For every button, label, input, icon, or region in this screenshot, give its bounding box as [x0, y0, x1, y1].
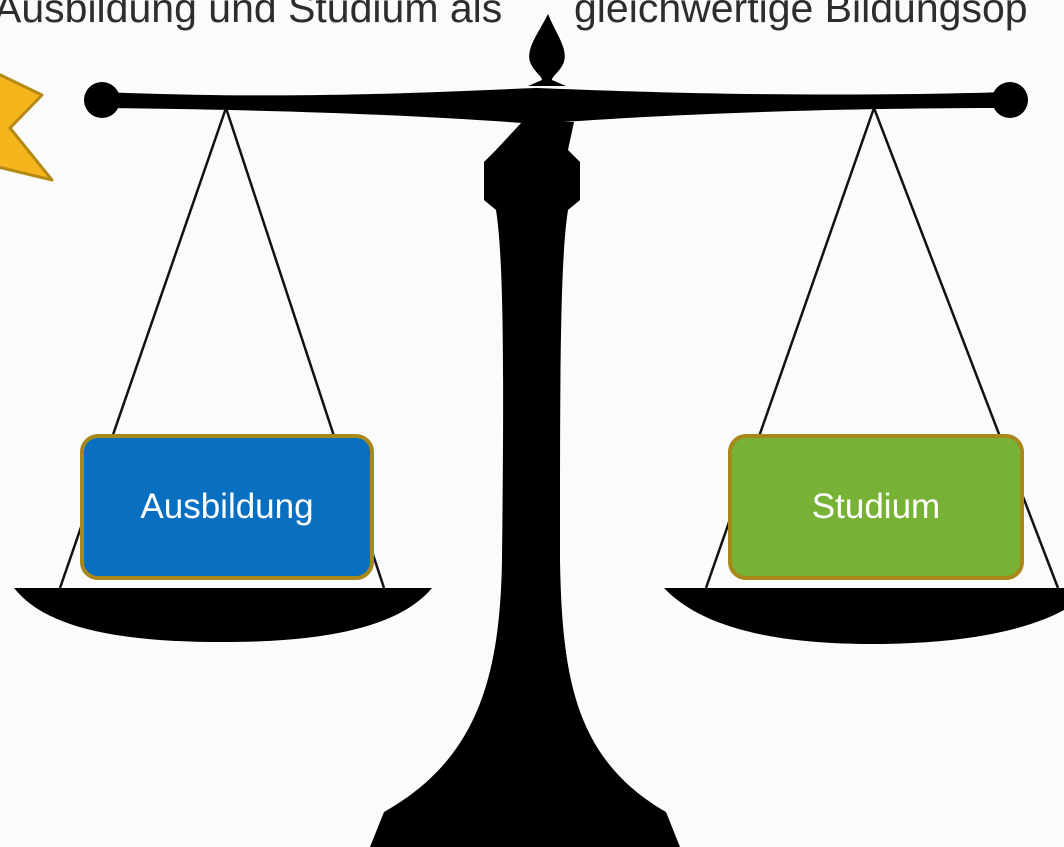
title-part-2: gleichwertige Bildungsop — [574, 0, 1028, 31]
right-pan — [664, 588, 1064, 644]
beam-end-right — [992, 82, 1028, 118]
star-burst-icon — [0, 73, 54, 182]
beam-end-left — [84, 82, 120, 118]
scale-pillar — [370, 122, 680, 847]
ausbildung-label: Ausbildung — [140, 487, 314, 526]
ausbildung-box: Ausbildung — [80, 434, 374, 580]
studium-label: Studium — [811, 487, 941, 526]
title-part-1: Ausbildung und Studium als — [0, 0, 503, 31]
studium-box: Studium — [728, 434, 1024, 580]
scale-beam — [100, 88, 1010, 124]
scale-finial — [528, 14, 566, 86]
slide-title: Ausbildung und Studium als gleichwertige… — [0, 0, 1064, 36]
left-pan — [14, 588, 432, 642]
